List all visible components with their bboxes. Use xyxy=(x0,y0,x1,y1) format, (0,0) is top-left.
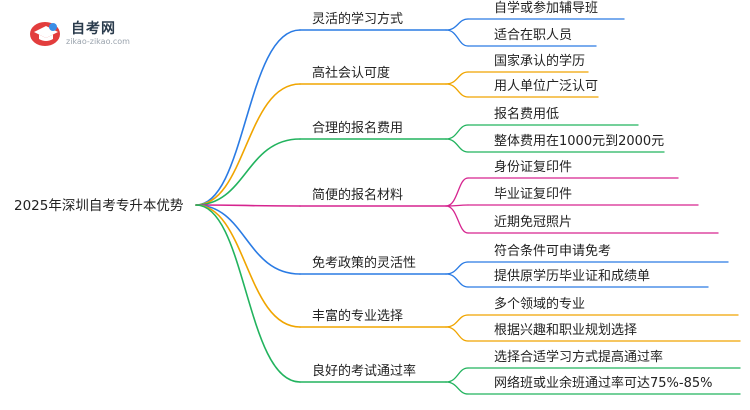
leaf-connector xyxy=(445,205,469,234)
leaf-node[interactable]: 提供原学历毕业证和成绩单 xyxy=(494,269,651,284)
leaf-connector xyxy=(445,367,469,383)
branch-node[interactable]: 免考政策的灵活性 xyxy=(312,256,417,271)
leaf-connector xyxy=(445,71,469,85)
leaf-connector xyxy=(445,314,469,328)
leaf-node[interactable]: 多个领域的专业 xyxy=(494,297,586,312)
leaf-connector xyxy=(445,29,469,47)
leaf-node[interactable]: 网络班或业余班通过率可达75%-85% xyxy=(494,376,713,391)
branch-connector xyxy=(195,204,301,328)
branch-node[interactable]: 良好的考试通过率 xyxy=(312,364,417,379)
branch-connector xyxy=(195,204,301,207)
logo-url: zikao-zikao.com xyxy=(66,37,130,46)
branch-connector xyxy=(195,204,301,383)
branch-node[interactable]: 丰富的专业选择 xyxy=(312,309,404,324)
branch-node[interactable]: 简便的报名材料 xyxy=(312,188,404,203)
leaf-node[interactable]: 符合条件可申请免考 xyxy=(494,244,612,259)
graduation-cap-icon xyxy=(30,22,60,46)
leaf-connector xyxy=(445,177,469,207)
branch-connector xyxy=(195,138,301,206)
leaf-node[interactable]: 身份证复印件 xyxy=(494,160,573,175)
leaf-connector xyxy=(445,261,469,275)
leaf-connector xyxy=(445,381,469,395)
leaf-node[interactable]: 适合在职人员 xyxy=(494,28,573,43)
leaf-connector xyxy=(445,138,469,153)
leaf-node[interactable]: 报名费用低 xyxy=(494,107,560,122)
leaf-connector xyxy=(445,326,469,342)
branch-node[interactable]: 合理的报名费用 xyxy=(312,121,404,136)
leaf-node[interactable]: 自学或参加辅导班 xyxy=(494,1,599,16)
leaf-node[interactable]: 用人单位广泛认可 xyxy=(494,79,599,94)
leaf-node[interactable]: 整体费用在1000元到2000元 xyxy=(494,134,665,149)
branch-node[interactable]: 灵活的学习方式 xyxy=(312,12,404,27)
branch-connector xyxy=(195,83,301,206)
branch-connector xyxy=(195,29,301,206)
leaf-node[interactable]: 近期免冠照片 xyxy=(494,215,573,230)
site-logo[interactable]: 自考网 zikao-zikao.com xyxy=(28,16,138,52)
branch-connector xyxy=(195,204,301,275)
leaf-connector xyxy=(445,83,469,98)
leaf-node[interactable]: 国家承认的学历 xyxy=(494,54,586,69)
leaf-connector xyxy=(445,273,469,288)
leaf-connector xyxy=(445,18,469,31)
leaf-connector xyxy=(445,124,469,140)
leaf-node[interactable]: 选择合适学习方式提高通过率 xyxy=(494,350,664,365)
logo-title: 自考网 xyxy=(71,21,116,37)
mindmap-root[interactable]: 2025年深圳自考专升本优势 xyxy=(14,198,184,214)
leaf-node[interactable]: 毕业证复印件 xyxy=(494,187,573,202)
leaf-node[interactable]: 根据兴趣和职业规划选择 xyxy=(494,323,638,338)
branch-node[interactable]: 高社会认可度 xyxy=(312,66,391,81)
